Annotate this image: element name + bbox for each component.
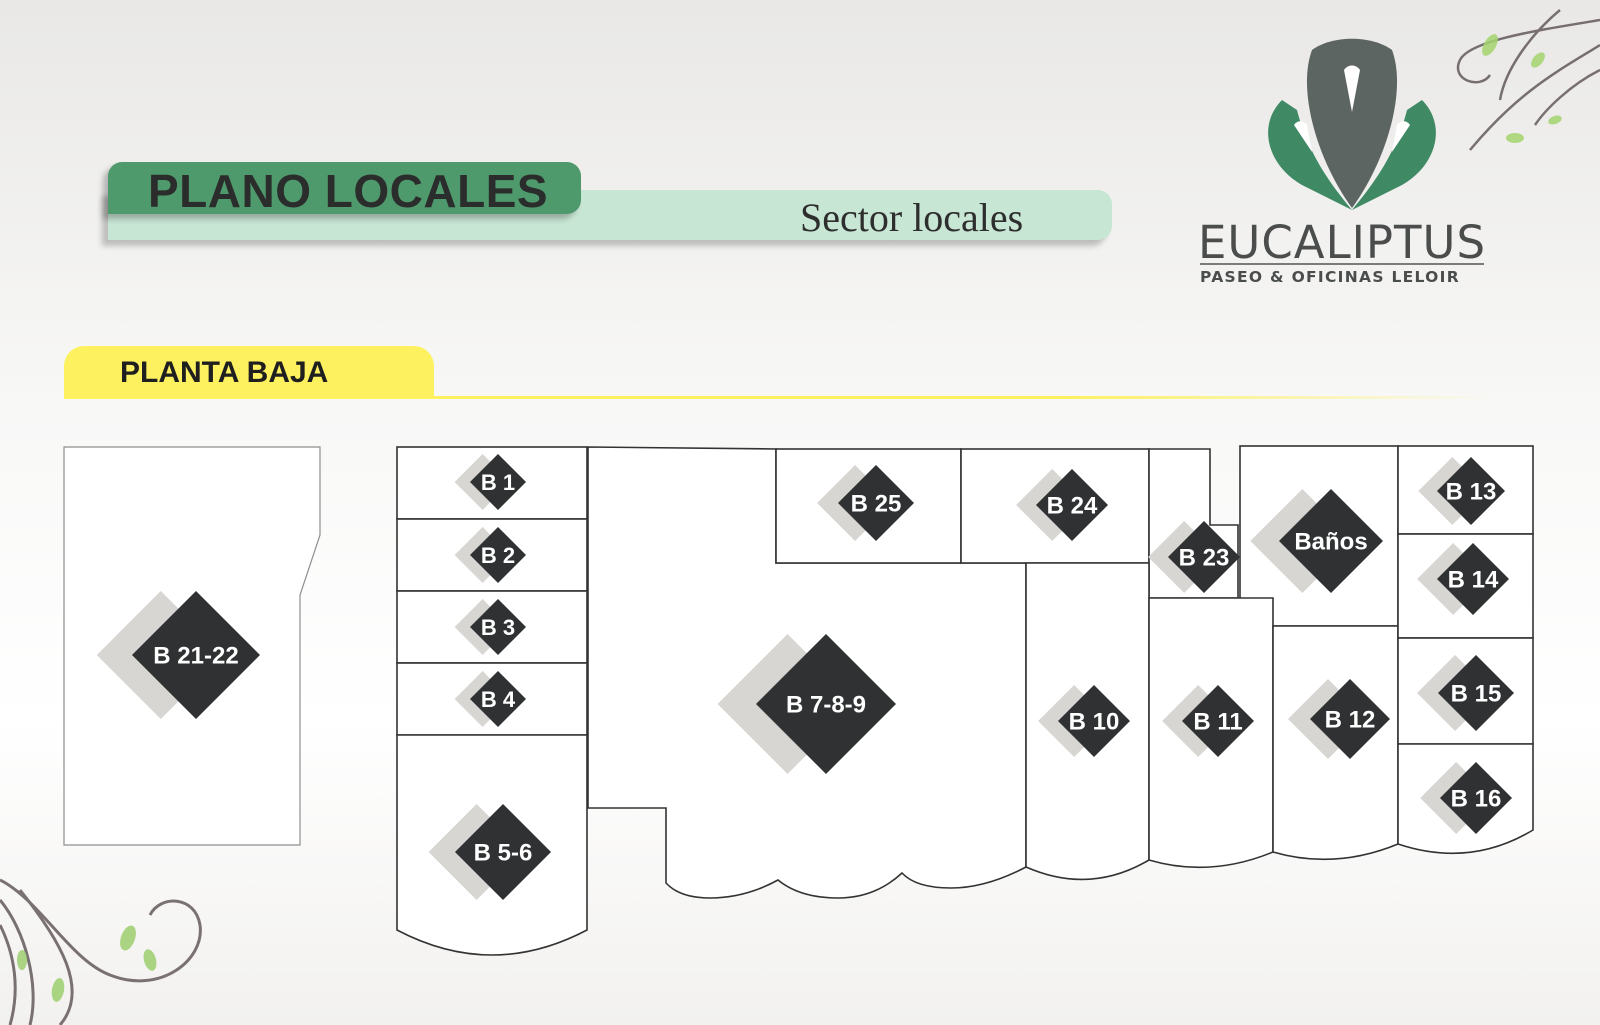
header-tab xyxy=(108,162,581,214)
marker-diamond xyxy=(838,465,914,541)
unit-label: B 10 xyxy=(1069,709,1120,736)
unit-label: B 15 xyxy=(1451,681,1502,708)
unit-label: B 2 xyxy=(481,543,515,568)
marker-diamond xyxy=(1279,489,1383,593)
unit-marker-b-11[interactable]: B 11 xyxy=(1162,685,1254,757)
unit-label: B 13 xyxy=(1446,479,1497,506)
leaf-decoration-icon xyxy=(17,925,157,1002)
unit-marker-b-3[interactable]: B 3 xyxy=(454,599,526,655)
marker-diamond xyxy=(1310,679,1390,759)
page-subtitle: Sector locales xyxy=(800,195,1024,240)
marker-diamond xyxy=(470,671,526,727)
unit-label: B 25 xyxy=(851,491,902,518)
marker-diamond xyxy=(1440,762,1512,834)
unit-label: B 24 xyxy=(1047,493,1098,520)
unit-marker-b-14[interactable]: B 14 xyxy=(1417,543,1509,615)
unit-label: B 7-8-9 xyxy=(786,692,866,719)
unit-marker-b-23[interactable]: B 23 xyxy=(1148,521,1240,593)
unit-marker-b-7-8-9[interactable]: B 7-8-9 xyxy=(717,634,897,774)
unit-label: B 23 xyxy=(1179,545,1230,572)
unit-marker-b-24[interactable]: B 24 xyxy=(1016,469,1108,541)
brand-tagline: PASEO & OFICINAS LELOIR xyxy=(1200,268,1460,286)
marker-diamond xyxy=(132,591,260,719)
unit-label: B 16 xyxy=(1451,786,1502,813)
unit-label: B 12 xyxy=(1325,707,1376,734)
marker-diamond xyxy=(1437,543,1509,615)
unit-label: B 3 xyxy=(481,615,515,640)
unit-marker-b-2[interactable]: B 2 xyxy=(454,527,526,583)
marker-diamond xyxy=(470,599,526,655)
marker-diamond xyxy=(756,634,896,774)
marker-diamond xyxy=(470,454,526,510)
unit-label: B 21-22 xyxy=(153,643,238,670)
unit-marker-b-13[interactable]: B 13 xyxy=(1418,457,1505,525)
unit-label: B 1 xyxy=(481,470,515,495)
marker-diamond xyxy=(455,804,551,900)
unit-label: Baños xyxy=(1294,529,1367,556)
vine-decoration-icon xyxy=(0,878,202,1025)
unit-marker-b-16[interactable]: B 16 xyxy=(1420,762,1512,834)
brand-name: EUCALIPTUS xyxy=(1198,216,1487,269)
leaf-decoration-icon xyxy=(1482,34,1562,143)
unit-marker-b-21-22[interactable]: B 21-22 xyxy=(96,591,260,719)
floor-tab[interactable] xyxy=(64,346,434,398)
unit-marker-b-12[interactable]: B 12 xyxy=(1288,679,1390,759)
marker-diamond xyxy=(1036,469,1108,541)
marker-diamond xyxy=(1438,655,1514,731)
marker-diamond xyxy=(1168,521,1240,593)
floor-label: PLANTA BAJA xyxy=(120,356,329,389)
marker-diamond xyxy=(1058,685,1130,757)
unit-marker-banos[interactable]: Baños xyxy=(1250,489,1383,593)
page-title: PLANO LOCALES xyxy=(148,165,549,217)
marker-diamond xyxy=(1182,685,1254,757)
marker-diamond xyxy=(470,527,526,583)
unit-label: B 14 xyxy=(1448,567,1499,594)
unit-marker-b-25[interactable]: B 25 xyxy=(817,465,914,541)
floor-divider xyxy=(64,396,1494,399)
unit-marker-b-1[interactable]: B 1 xyxy=(454,454,526,510)
vine-decoration-icon xyxy=(1456,9,1600,151)
unit-label: B 5-6 xyxy=(474,840,533,867)
unit-marker-b-15[interactable]: B 15 xyxy=(1417,655,1514,731)
marker-diamond xyxy=(1437,457,1505,525)
unit-marker-b-10[interactable]: B 10 xyxy=(1038,685,1130,757)
unit-label: B 11 xyxy=(1193,709,1242,736)
brand-rule xyxy=(1200,263,1484,265)
unit-marker-b-5-6[interactable]: B 5-6 xyxy=(428,804,551,900)
unit-label: B 4 xyxy=(481,687,516,712)
unit-marker-b-4[interactable]: B 4 xyxy=(454,671,526,727)
